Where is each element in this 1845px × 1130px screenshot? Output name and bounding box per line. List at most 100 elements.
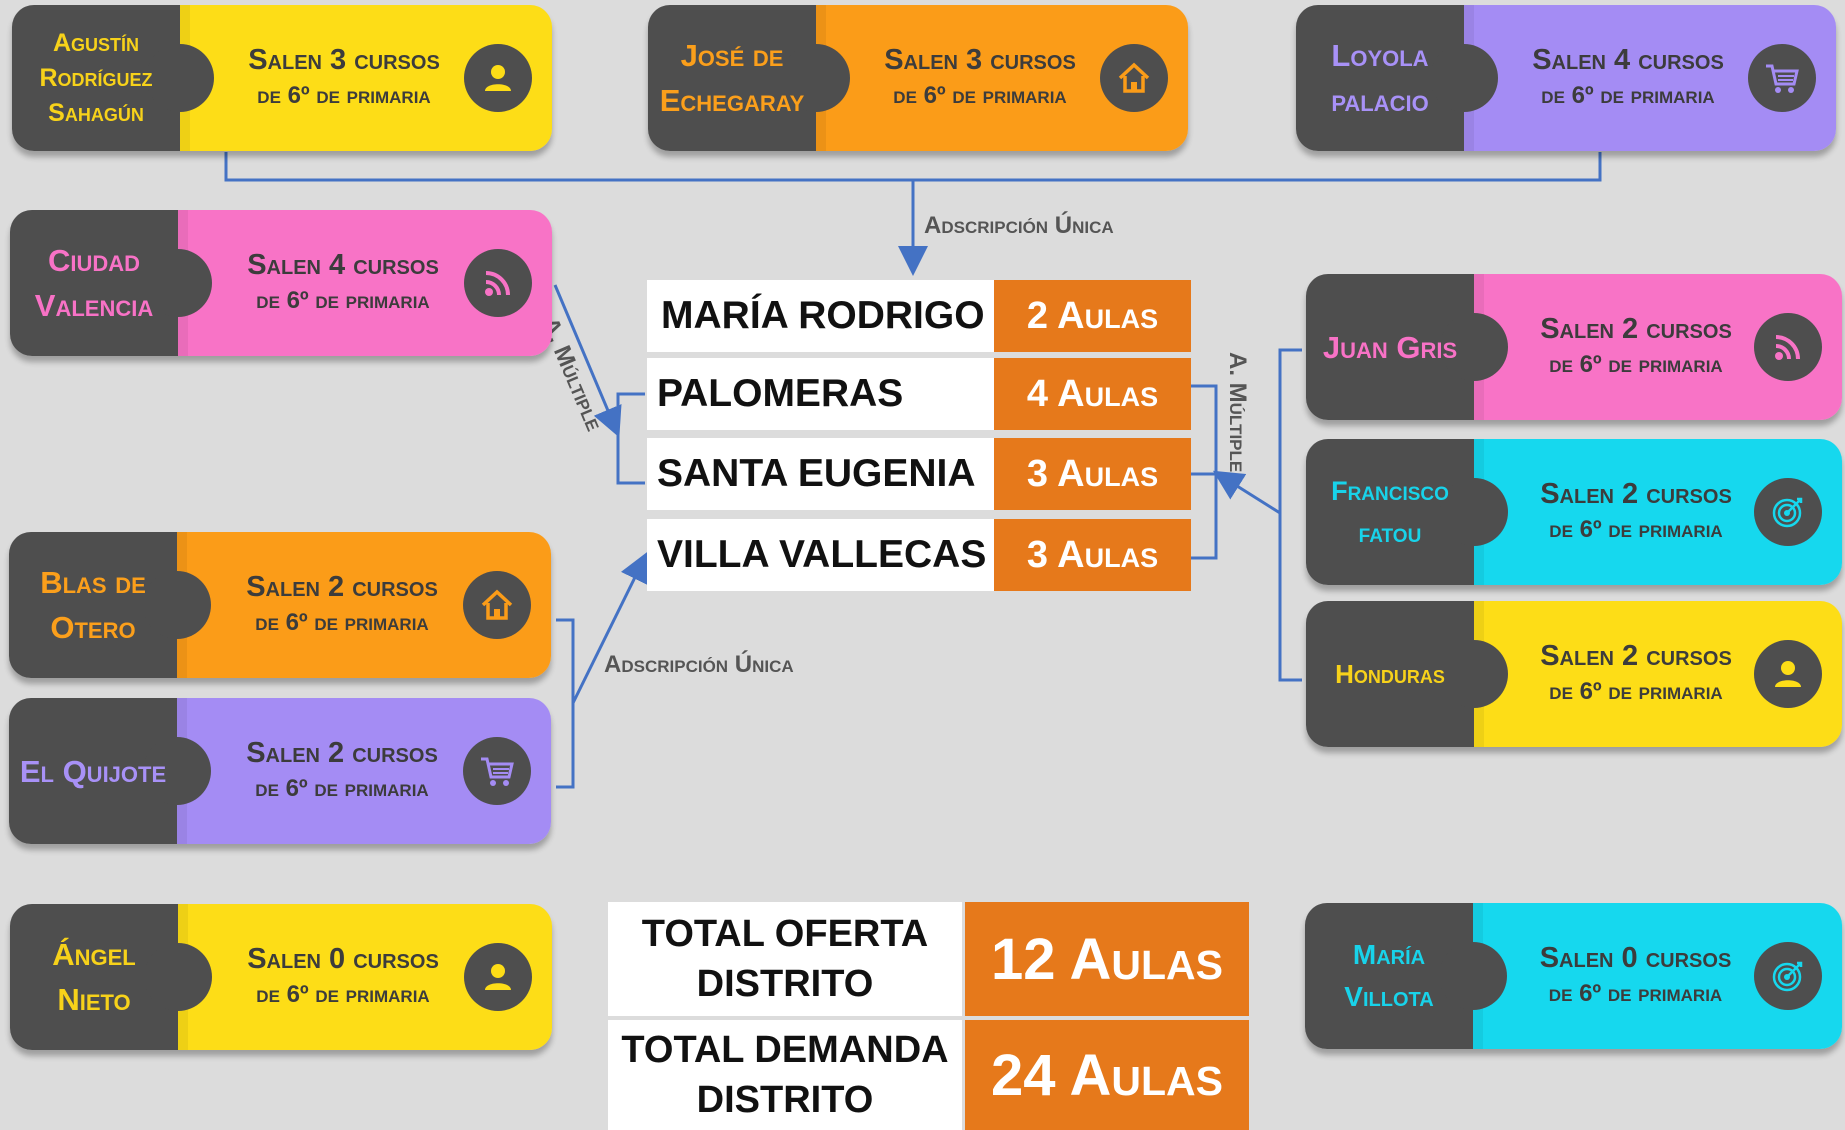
school-card-angel: Ángel Nieto Salen 0 cursos de 6º de prim… bbox=[10, 904, 552, 1050]
multiple-right-label: A. Múltiple bbox=[1224, 352, 1251, 473]
school-courses: Salen 0 cursos bbox=[1539, 942, 1732, 974]
school-name: Ciudad Valencia bbox=[10, 210, 212, 356]
rss-icon-graphic bbox=[485, 271, 510, 296]
school-info: Salen 3 cursos de 6º de primaria bbox=[190, 42, 464, 114]
school-courses: Salen 3 cursos bbox=[884, 44, 1076, 76]
school-card-body: Salen 0 cursos de 6º de primaria bbox=[178, 904, 552, 1050]
school-courses: Salen 2 cursos bbox=[246, 571, 438, 603]
secondary-name: PALOMERAS bbox=[647, 358, 994, 430]
target-icon-graphic bbox=[1772, 961, 1803, 992]
school-card-blas: Blas de Otero Salen 2 cursos de 6º de pr… bbox=[9, 532, 551, 678]
cart-icon bbox=[1748, 44, 1816, 112]
secondary-row-maria-rodrigo: MARÍA RODRIGO 2 Aulas bbox=[647, 280, 1191, 352]
school-card-loyola: Loyola palacio Salen 4 cursos de 6º de p… bbox=[1296, 5, 1836, 151]
school-courses: Salen 0 cursos bbox=[247, 943, 439, 975]
school-card-body: Salen 0 cursos de 6º de primaria bbox=[1473, 903, 1842, 1049]
school-card-quijote: El Quijote Salen 2 cursos de 6º de prima… bbox=[9, 698, 551, 844]
cart-icon-graphic bbox=[1766, 64, 1799, 93]
school-name: Honduras bbox=[1306, 601, 1508, 747]
secondary-name: SANTA EUGENIA bbox=[647, 438, 994, 510]
school-info: Salen 2 cursos de 6º de primaria bbox=[187, 569, 463, 641]
secondary-row-santa-eugenia: SANTA EUGENIA 3 Aulas bbox=[647, 438, 1191, 510]
user-icon-graphic bbox=[485, 964, 511, 990]
secondary-aulas: 3 Aulas bbox=[994, 519, 1191, 591]
total-demanda-value: 24 Aulas bbox=[965, 1020, 1249, 1130]
rss-icon bbox=[464, 249, 532, 317]
school-info: Salen 3 cursos de 6º de primaria bbox=[826, 42, 1100, 114]
school-grade: de 6º de primaria bbox=[255, 775, 429, 802]
school-card-honduras: Honduras Salen 2 cursos de 6º de primari… bbox=[1306, 601, 1842, 747]
school-grade: de 6º de primaria bbox=[1549, 678, 1723, 705]
school-card-body: Salen 2 cursos de 6º de primaria bbox=[177, 532, 551, 678]
secondary-name: VILLA VALLECAS bbox=[647, 519, 994, 591]
school-name: Ángel Nieto bbox=[10, 904, 212, 1050]
school-info: Salen 4 cursos de 6º de primaria bbox=[1474, 42, 1748, 114]
total-oferta: TOTAL OFERTA DISTRITO 12 Aulas bbox=[608, 902, 1249, 1016]
school-courses: Salen 2 cursos bbox=[1540, 313, 1732, 345]
school-card-juan: Juan Gris Salen 2 cursos de 6º de primar… bbox=[1306, 274, 1842, 420]
home-icon bbox=[463, 571, 531, 639]
total-oferta-value: 12 Aulas bbox=[965, 902, 1249, 1016]
school-card-francisco: Francisco fatou Salen 2 cursos de 6º de … bbox=[1306, 439, 1842, 585]
school-name: María Villota bbox=[1305, 903, 1507, 1049]
school-courses: Salen 3 cursos bbox=[248, 44, 440, 76]
school-grade: de 6º de primaria bbox=[1549, 351, 1723, 378]
school-grade: de 6º de primaria bbox=[1549, 516, 1723, 543]
school-grade: de 6º de primaria bbox=[255, 609, 429, 636]
school-grade: de 6º de primaria bbox=[256, 287, 430, 314]
user-icon bbox=[464, 943, 532, 1011]
school-courses: Salen 2 cursos bbox=[246, 737, 438, 769]
secondary-name: MARÍA RODRIGO bbox=[647, 280, 994, 352]
school-courses: Salen 2 cursos bbox=[1540, 478, 1732, 510]
rss-icon-graphic bbox=[1775, 335, 1800, 360]
total-demanda-label: TOTAL DEMANDA DISTRITO bbox=[608, 1020, 962, 1130]
target-icon bbox=[1754, 478, 1822, 546]
top-bracket-line bbox=[224, 152, 1602, 182]
school-card-agustin: Agustín Rodríguez Sahagún Salen 3 cursos… bbox=[12, 5, 552, 151]
school-grade: de 6º de primaria bbox=[1541, 82, 1715, 109]
secondary-aulas: 2 Aulas bbox=[994, 280, 1191, 352]
user-icon-graphic bbox=[1775, 661, 1801, 687]
school-card-body: Salen 3 cursos de 6º de primaria bbox=[180, 5, 552, 151]
school-info: Salen 0 cursos de 6º de primaria bbox=[188, 941, 464, 1013]
school-card-body: Salen 2 cursos de 6º de primaria bbox=[1474, 274, 1842, 420]
home-icon-graphic bbox=[1118, 62, 1150, 93]
school-name: Juan Gris bbox=[1306, 274, 1508, 420]
secondary-row-villa-vallecas: VILLA VALLECAS 3 Aulas bbox=[647, 519, 1191, 591]
school-info: Salen 2 cursos de 6º de primaria bbox=[187, 735, 463, 807]
school-info: Salen 4 cursos de 6º de primaria bbox=[188, 247, 464, 319]
school-name: Loyola palacio bbox=[1296, 5, 1498, 151]
secondary-aulas: 3 Aulas bbox=[994, 438, 1191, 510]
target-icon bbox=[1754, 942, 1822, 1010]
school-grade: de 6º de primaria bbox=[893, 82, 1067, 109]
school-grade: de 6º de primaria bbox=[256, 981, 430, 1008]
school-card-body: Salen 4 cursos de 6º de primaria bbox=[178, 210, 552, 356]
school-card-jose: José de Echegaray Salen 3 cursos de 6º d… bbox=[648, 5, 1188, 151]
school-grade: de 6º de primaria bbox=[257, 82, 431, 109]
school-card-body: Salen 2 cursos de 6º de primaria bbox=[1474, 439, 1842, 585]
school-info: Salen 2 cursos de 6º de primaria bbox=[1484, 311, 1754, 383]
target-icon-graphic bbox=[1772, 497, 1803, 528]
secondary-row-palomeras: PALOMERAS 4 Aulas bbox=[647, 358, 1191, 430]
adscripcion-unica-bottom-label: Adscripción Única bbox=[604, 651, 794, 678]
home-icon-graphic bbox=[481, 589, 513, 620]
blas-quijote-bracket bbox=[556, 618, 575, 789]
cart-icon bbox=[463, 737, 531, 805]
school-name: El Quijote bbox=[9, 698, 211, 844]
school-name: Agustín Rodríguez Sahagún bbox=[12, 5, 214, 151]
school-card-body: Salen 4 cursos de 6º de primaria bbox=[1464, 5, 1836, 151]
school-info: Salen 0 cursos de 6º de primaria bbox=[1483, 940, 1754, 1012]
school-card-villota: María Villota Salen 0 cursos de 6º de pr… bbox=[1305, 903, 1842, 1049]
rss-icon bbox=[1754, 313, 1822, 381]
school-card-body: Salen 2 cursos de 6º de primaria bbox=[177, 698, 551, 844]
bottom-arrow-line bbox=[571, 551, 648, 704]
right-schools-bracket bbox=[1278, 348, 1302, 682]
school-courses: Salen 4 cursos bbox=[1532, 44, 1724, 76]
school-name: Francisco fatou bbox=[1306, 439, 1508, 585]
cart-icon-graphic bbox=[481, 757, 514, 786]
school-name: José de Echegaray bbox=[648, 5, 850, 151]
home-icon bbox=[1100, 44, 1168, 112]
school-name: Blas de Otero bbox=[9, 532, 211, 678]
school-courses: Salen 4 cursos bbox=[247, 249, 439, 281]
secondary-aulas: 4 Aulas bbox=[994, 358, 1191, 430]
